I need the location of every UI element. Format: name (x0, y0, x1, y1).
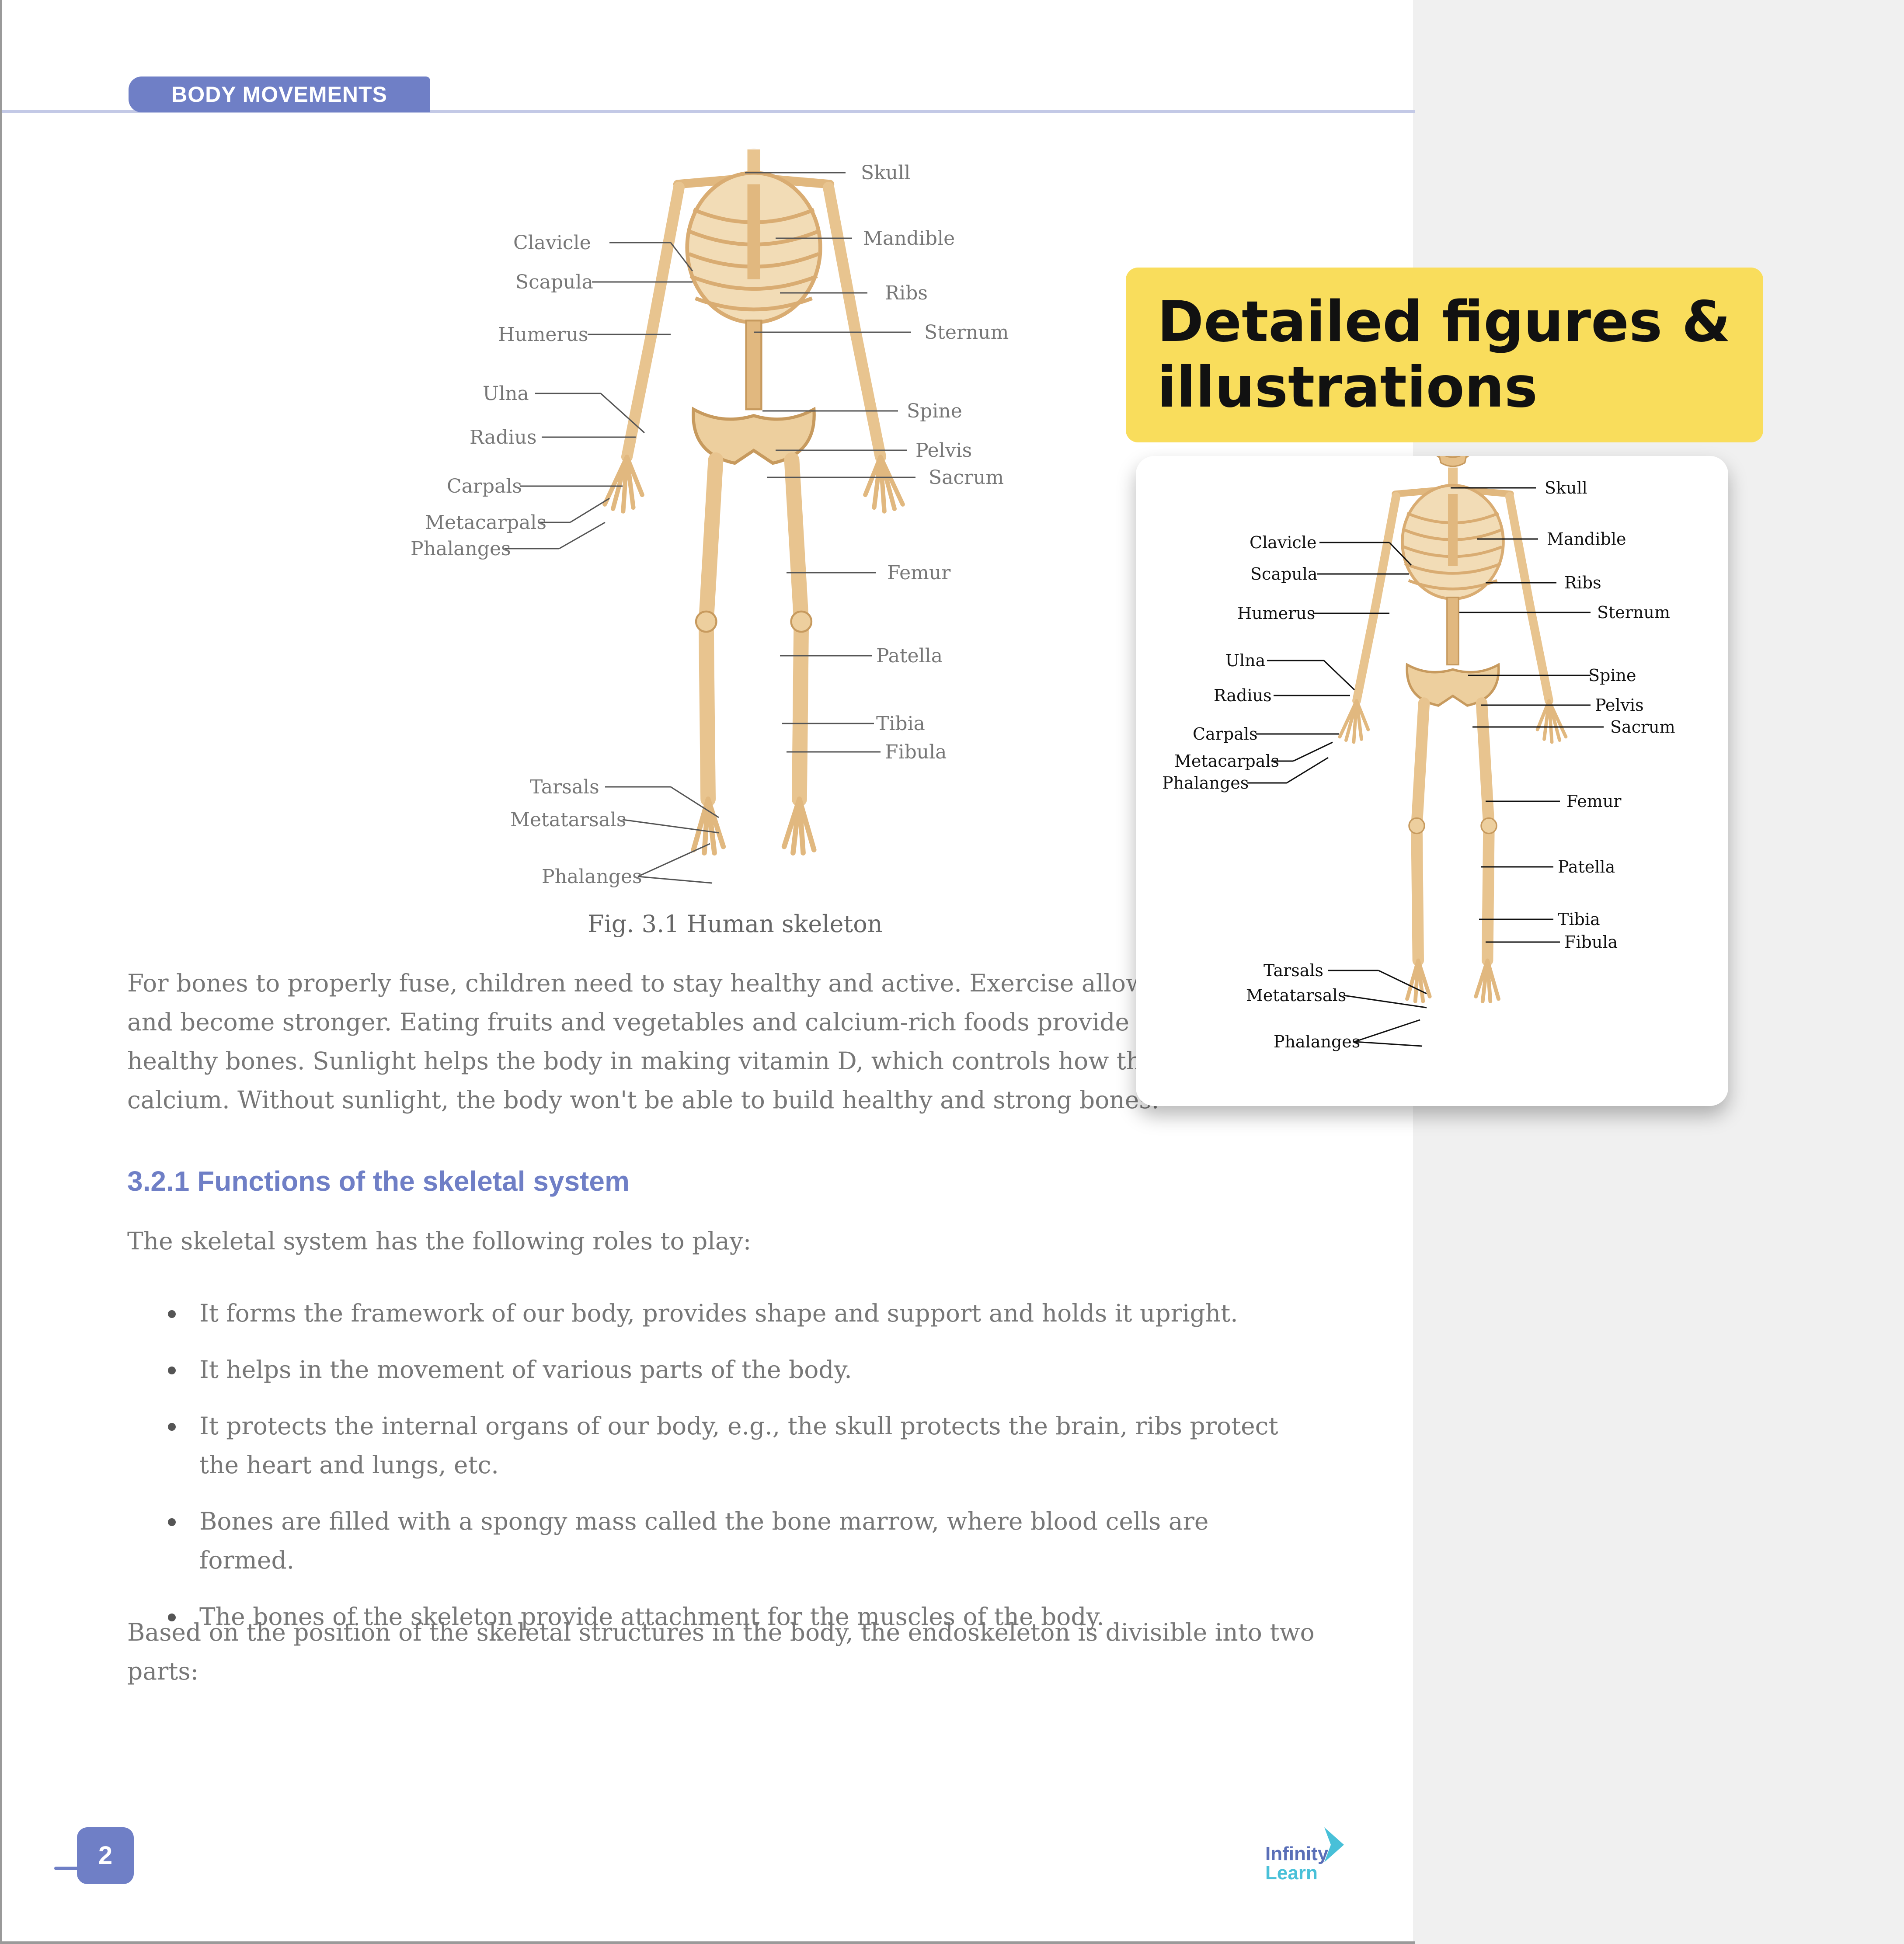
label-pelvis: Pelvis (915, 439, 972, 462)
label-carpals: Carpals (447, 475, 522, 497)
list-item: Bones are filled with a spongy mass call… (168, 1502, 1287, 1580)
label-patella: Patella (876, 645, 943, 667)
paragraph-line: calcium. Without sunlight, the body won'… (127, 1086, 1159, 1114)
label-metatarsals: Metatarsals (510, 809, 626, 831)
label-mandible: Mandible (863, 227, 955, 250)
list-item: It forms the framework of our body, prov… (168, 1294, 1287, 1333)
paragraph-line: For bones to properly fuse, children nee… (127, 969, 1212, 997)
zoom-label-skull: Skull (1545, 478, 1587, 497)
zoom-label-ulna: Ulna (1225, 651, 1265, 670)
zoom-label-tarsals: Tarsals (1264, 961, 1323, 980)
section-heading: 3.2.1 Functions of the skeletal system (127, 1165, 630, 1197)
label-clavicle: Clavicle (513, 232, 591, 254)
zoom-label-phalanges-foot: Phalanges (1274, 1032, 1360, 1051)
callout-line-2: illustrations (1157, 355, 1538, 420)
list-item: The bones of the skeleton provide attach… (168, 1597, 1287, 1636)
zoom-label-spine: Spine (1588, 666, 1636, 685)
section-intro: The skeletal system has the following ro… (127, 1227, 752, 1255)
label-spine: Spine (907, 400, 962, 422)
zoom-label-phalanges-hand: Phalanges (1162, 773, 1249, 793)
zoom-label-metatarsals: Metatarsals (1246, 986, 1346, 1005)
zoom-label-scapula: Scapula (1250, 564, 1318, 584)
label-radius: Radius (470, 426, 537, 449)
skeleton-figure: Skull Mandible Clavicle Scapula Ribs Hum… (411, 149, 1009, 888)
paragraph-line: and become stronger. Eating fruits and v… (127, 1008, 1197, 1036)
label-ribs: Ribs (885, 282, 928, 304)
zoom-label-metacarpals: Metacarpals (1174, 751, 1279, 771)
page-number: 2 (77, 1827, 134, 1884)
zoom-label-fibula: Fibula (1564, 932, 1618, 952)
label-humerus: Humerus (498, 323, 588, 346)
zoom-label-mandible: Mandible (1547, 529, 1626, 549)
chapter-tab: BODY MOVEMENTS (129, 77, 430, 112)
callout-line-1: Detailed figures & (1157, 289, 1731, 355)
label-phalanges-foot: Phalanges (542, 866, 642, 888)
label-scapula: Scapula (515, 271, 593, 293)
paragraph-line: healthy bones. Sunlight helps the body i… (127, 1047, 1194, 1075)
closing-line: Based on the position of the skeletal st… (127, 1618, 1315, 1646)
zoomed-skeleton-figure: Skull Mandible Clavicle Scapula Ribs Hum… (1162, 456, 1675, 1051)
zoom-label-carpals: Carpals (1193, 724, 1258, 744)
label-tibia: Tibia (876, 713, 925, 735)
label-ulna: Ulna (483, 383, 529, 405)
zoom-label-femur: Femur (1566, 792, 1622, 811)
label-femur: Femur (887, 562, 951, 584)
zoomed-figure-card: Skull Mandible Clavicle Scapula Ribs Hum… (1136, 456, 1728, 1106)
page-bottom-border (2, 1941, 1415, 1944)
list-item: It protects the internal organs of our b… (168, 1407, 1287, 1485)
header-rule (2, 110, 1415, 113)
zoom-label-radius: Radius (1214, 686, 1272, 705)
label-sternum: Sternum (924, 321, 1009, 344)
label-tarsals: Tarsals (530, 776, 599, 798)
page-number-accent (54, 1867, 80, 1870)
zoom-label-humerus: Humerus (1237, 604, 1315, 623)
label-sacrum: Sacrum (929, 466, 1004, 489)
feature-callout: Detailed figures & illustrations (1126, 268, 1763, 442)
label-fibula: Fibula (885, 741, 947, 763)
label-phalanges-hand: Phalanges (411, 538, 511, 560)
infinity-learn-logo: Infinity Learn (1261, 1827, 1348, 1884)
zoom-label-pelvis: Pelvis (1595, 696, 1644, 715)
zoom-label-sternum: Sternum (1597, 603, 1670, 622)
zoom-label-sacrum: Sacrum (1610, 717, 1675, 737)
label-metacarpals: Metacarpals (425, 511, 546, 534)
zoom-label-patella: Patella (1558, 857, 1615, 876)
zoom-label-ribs: Ribs (1564, 573, 1601, 592)
zoom-label-tibia: Tibia (1558, 910, 1600, 929)
label-skull: Skull (861, 162, 910, 184)
closing-line: parts: (127, 1657, 199, 1685)
chevron-logo-icon (1324, 1827, 1344, 1862)
logo-line-1: Infinity (1265, 1843, 1329, 1864)
list-item: It helps in the movement of various part… (168, 1350, 1287, 1389)
figure-caption: Fig. 3.1 Human skeleton (588, 910, 883, 938)
zoom-label-clavicle: Clavicle (1250, 533, 1316, 552)
functions-list: It forms the framework of our body, prov… (168, 1294, 1287, 1654)
logo-line-2: Learn (1265, 1862, 1318, 1884)
